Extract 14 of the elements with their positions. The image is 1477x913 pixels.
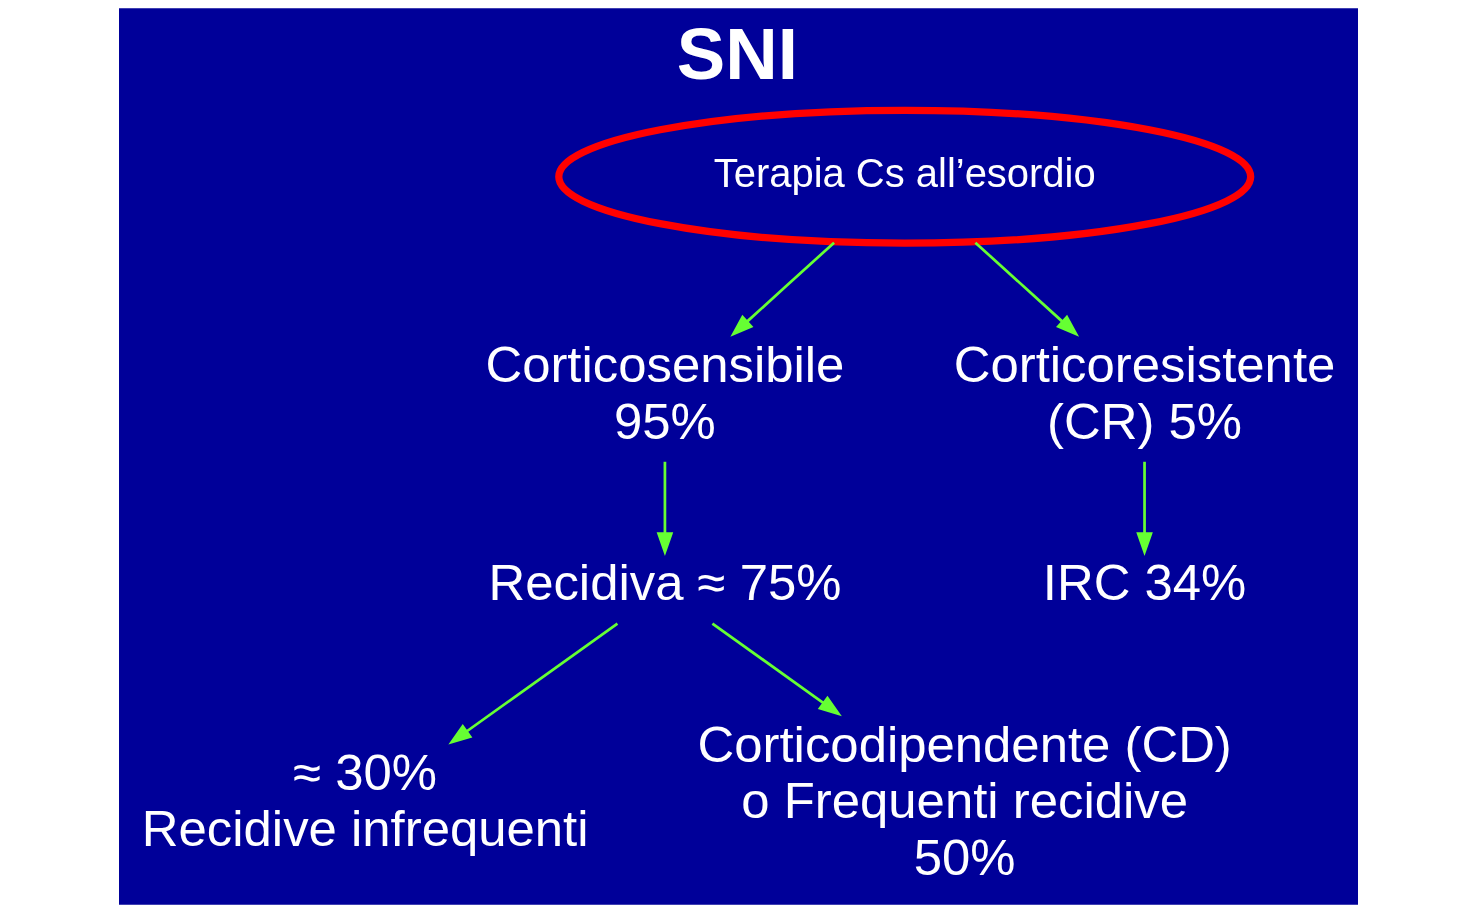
node-text: Corticosensibile 95%: [485, 336, 845, 450]
node-text: Corticoresistente (CR) 5%: [953, 336, 1336, 450]
arrow: [1136, 461, 1153, 557]
diagram-title: SNI: [676, 13, 798, 95]
arrow: [656, 461, 674, 557]
arrow: [448, 622, 619, 745]
node-text: Recidiva ≈ 75%: [488, 554, 842, 612]
arrow: [730, 241, 835, 337]
node-text: IRC 34%: [1042, 554, 1247, 612]
arrow: [974, 241, 1080, 337]
node-text: ≈ 30% Recidive infrequenti: [141, 744, 589, 858]
node-text: Corticodipendente (CD) o Frequenti recidive 50%: [697, 716, 1232, 886]
arrow: [711, 622, 842, 717]
node-ellipse: Terapia Cs all’esordio: [555, 106, 1255, 247]
